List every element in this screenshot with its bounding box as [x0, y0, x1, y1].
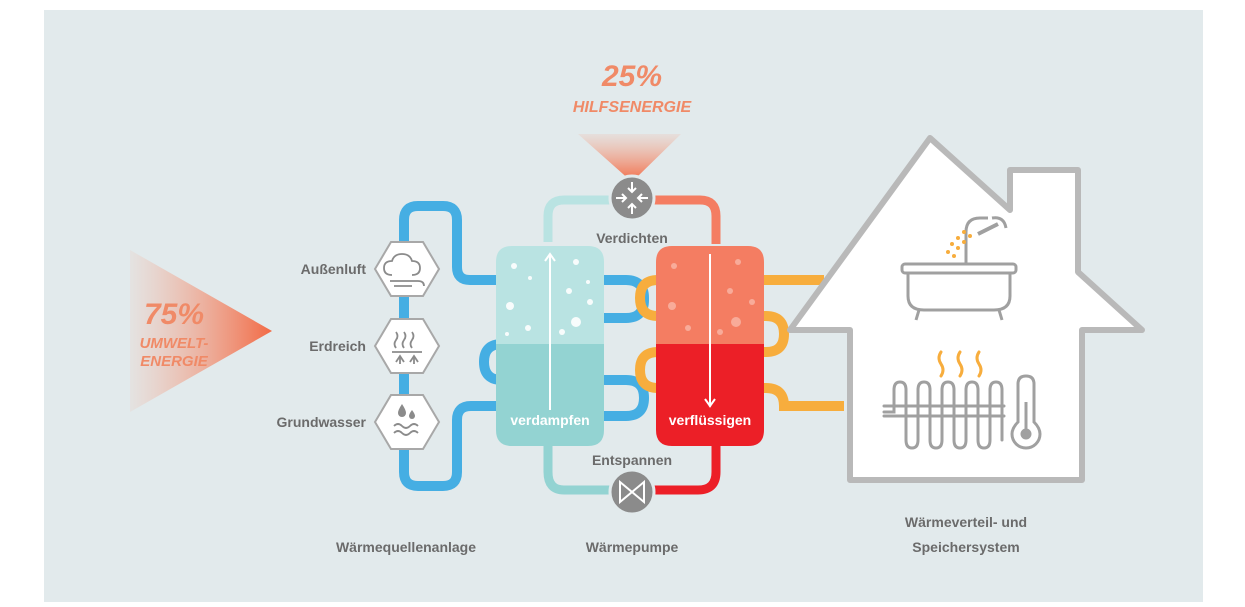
heat-waves-icon [937, 350, 983, 378]
heat-pump-diagram: 25% HILFSENERGIE 75% UMWELT- ENERGIE ver… [130, 60, 1145, 555]
cloud-wind-icon [383, 253, 425, 287]
bathtub-icon [900, 216, 1018, 321]
expand-label: Entspannen [592, 452, 672, 468]
source-label-ground: Erdreich [309, 338, 366, 354]
evaporator-tank [496, 246, 604, 446]
env-energy-label-line2: ENERGIE [140, 353, 209, 370]
evaporate-label: verdampfen [510, 412, 589, 428]
expansion-valve-icon [608, 468, 656, 516]
source-label-groundwater: Grundwasser [277, 414, 367, 430]
condenser-arrow-head [704, 398, 716, 408]
source-groundwater [373, 394, 441, 450]
floor-heating-icon [882, 380, 1006, 450]
refrigerant-vapor-pipe [543, 195, 614, 242]
source-outside-air [373, 241, 441, 297]
refrigerant-cold-pipe [543, 442, 614, 495]
thermometer-icon [1010, 374, 1042, 450]
ground-heat-icon [392, 331, 422, 364]
section-distribution-label-line1: Wärmeverteil- und [905, 514, 1027, 530]
condense-label: verflüssigen [669, 412, 751, 428]
shower-water-icon [946, 230, 972, 258]
evaporator-coil-right-bottom [604, 375, 650, 421]
aux-energy-arrow [578, 134, 681, 182]
source-label-outside-air: Außenluft [301, 261, 367, 277]
refrigerant-hot-pipe [650, 195, 721, 244]
section-distribution-label-line2: Speichersystem [912, 539, 1019, 555]
water-drops-icon [393, 404, 419, 436]
condenser-bubbles [668, 288, 755, 335]
env-energy-arrow [130, 250, 272, 412]
compress-label: Verdichten [596, 230, 668, 246]
compressor-icon [608, 174, 656, 222]
refrigerant-liquid-pipe [650, 440, 721, 495]
env-energy-label-line1: UMWELT- [140, 335, 209, 352]
source-ground [373, 318, 441, 374]
evaporator-coil-left [478, 339, 534, 385]
section-pump-label: Wärmepumpe [586, 539, 679, 555]
env-energy-percent: 75% [144, 298, 204, 331]
section-source-label: Wärmequellenanlage [336, 539, 476, 555]
diagram-canvas: 25% HILFSENERGIE 75% UMWELT- ENERGIE ver… [44, 10, 1203, 602]
aux-energy-label: HILFSENERGIE [573, 99, 693, 116]
aux-energy-percent: 25% [601, 60, 662, 93]
